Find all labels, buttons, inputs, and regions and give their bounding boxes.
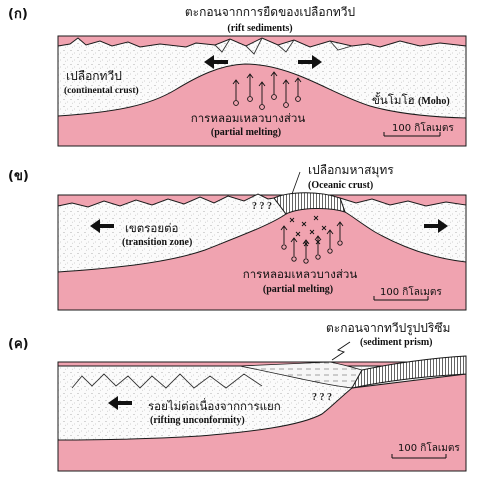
panel-a-label: (ก) xyxy=(8,7,28,22)
panel-c-unconformity-faults xyxy=(71,373,263,389)
panel-b-oceanic-en: (Oceanic crust) xyxy=(308,180,373,191)
panel-c-prism-pointer xyxy=(331,341,351,361)
panel-c-prism-en: (sediment prism) xyxy=(360,337,433,348)
panel-b-transition-th: เขตรอยต่อ xyxy=(125,221,178,235)
panel-b-transition-en: (transition zone) xyxy=(122,237,192,248)
panel-b-oceanic-pointer xyxy=(291,171,301,195)
panel-b: (ข) เปลือกมหาสมุทร (Oceanic crust) ? ? ?… xyxy=(8,163,467,311)
panel-c-oceanic-crust xyxy=(351,355,467,389)
panel-a-scale-bar xyxy=(383,132,441,137)
panel-b-oceanic-th: เปลือกมหาสมุทร xyxy=(308,163,394,178)
panel-b-melt-th: การหลอมเหลวบางส่วน xyxy=(243,267,358,281)
panel-a-rift-basins xyxy=(214,37,353,55)
panel-c-unconformity-th: รอยไม่ต่อเนื่องจากการแยก xyxy=(148,398,281,413)
panel-b-continental-crust-left xyxy=(57,193,287,273)
panel-b-melt-marks xyxy=(280,215,344,264)
panel-b-melt-en: (partial melting) xyxy=(263,284,333,295)
panel-c-prism-th: ตะกอนจากทวีปรูปปริซึม xyxy=(326,321,450,336)
panel-b-continental-crust-right xyxy=(339,197,467,263)
panel-a-title-th: ตะกอนจากการยืดของเปลือกทวีป xyxy=(185,5,355,19)
panel-b-scale-label: 100 กิโลเมตร xyxy=(380,285,442,298)
panel-b-arrow-left xyxy=(90,219,114,233)
panel-a-crust-en: (continental crust) xyxy=(64,85,139,96)
panel-c-arrow-left xyxy=(108,396,132,410)
panel-a-melt-en: (partial melting) xyxy=(211,127,281,138)
panel-a-melt-th: การหลอมเหลวบางส่วน xyxy=(191,111,306,125)
panel-a-arrow-left xyxy=(204,55,228,69)
panel-c-scale-bar xyxy=(391,454,447,459)
panel-c-unconformity-en: (rifting unconformity) xyxy=(150,415,245,426)
panel-a: (ก) ตะกอนจากการยืดของเปลือกทวีป (rift se… xyxy=(8,5,467,147)
panel-c-label: (ค) xyxy=(8,337,29,352)
panel-c: (ค) ตะกอนจากทวีปรูปปริซึม (sediment pris… xyxy=(8,321,467,472)
panel-a-melt-arrows xyxy=(232,71,302,110)
panel-a-continental-crust xyxy=(57,37,467,119)
panel-c-question-marks: ? ? ? xyxy=(312,392,332,403)
panel-b-scale-bar xyxy=(373,296,429,301)
panel-a-moho-en: (Moho) xyxy=(418,96,450,107)
panel-c-scale-label: 100 กิโลเมตร xyxy=(398,441,460,454)
panel-a-title-en: (rift sediments) xyxy=(227,23,292,34)
panel-b-question-marks: ? ? ? xyxy=(252,201,272,212)
panel-a-moho-th: ขั้นโมโฮ xyxy=(372,92,415,107)
panel-a-scale-label: 100 กิโลเมตร xyxy=(392,121,454,134)
panel-a-arrow-right xyxy=(298,55,322,69)
panel-b-label: (ข) xyxy=(8,169,29,184)
panel-b-arrow-right xyxy=(424,219,448,233)
panel-a-crust-th: เปลือกทวีป xyxy=(66,69,122,83)
